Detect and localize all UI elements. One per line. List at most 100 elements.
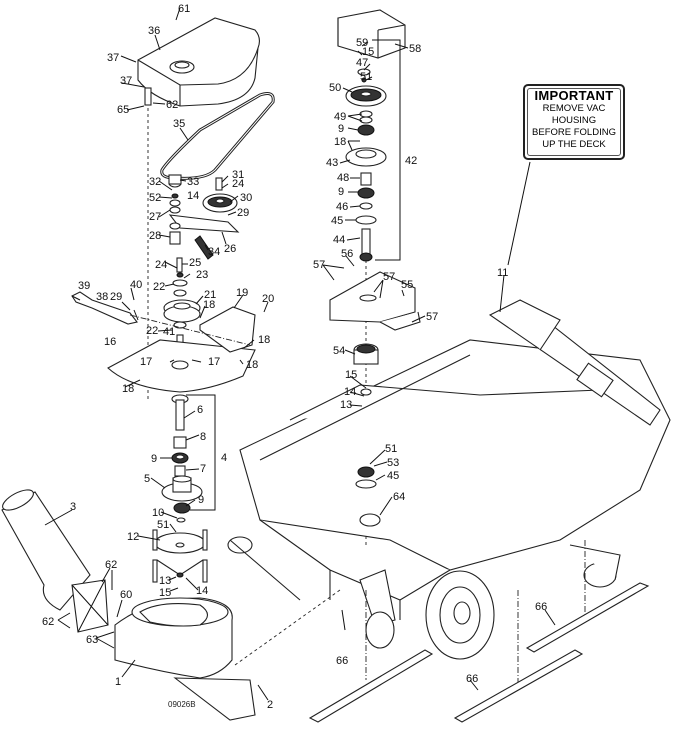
callout-20: 20 bbox=[262, 293, 274, 305]
callout-18: 18 bbox=[258, 334, 270, 346]
belt bbox=[160, 92, 275, 180]
callout-34: 34 bbox=[208, 246, 220, 258]
callout-56: 56 bbox=[341, 248, 353, 260]
callout-66: 66 bbox=[336, 655, 348, 667]
callout-11: 11 bbox=[497, 267, 508, 279]
callout-15: 15 bbox=[159, 587, 171, 599]
callout-53: 53 bbox=[387, 457, 399, 469]
callout-29: 29 bbox=[110, 291, 122, 303]
discharge-chute bbox=[1, 489, 109, 633]
callout-57: 57 bbox=[313, 259, 325, 271]
callout-38: 38 bbox=[96, 291, 108, 303]
callout-43: 43 bbox=[326, 157, 338, 169]
callout-66: 66 bbox=[466, 673, 478, 685]
callout-24: 24 bbox=[232, 178, 244, 190]
callout-49: 49 bbox=[334, 111, 346, 123]
callout-50: 50 bbox=[329, 82, 341, 94]
sign-line: UP THE DECK bbox=[542, 139, 606, 150]
callout-5: 5 bbox=[144, 473, 150, 485]
callout-31: 31 bbox=[232, 169, 244, 181]
callout-36: 36 bbox=[148, 25, 160, 37]
callout-44: 44 bbox=[333, 234, 345, 246]
callout-22: 22 bbox=[153, 281, 165, 293]
callout-39: 39 bbox=[78, 280, 90, 292]
callout-55: 55 bbox=[401, 279, 413, 291]
callout-52: 52 bbox=[149, 192, 161, 204]
callout-33: 33 bbox=[187, 176, 199, 188]
callout-51: 51 bbox=[157, 519, 169, 531]
callout-21: 21 bbox=[204, 289, 216, 301]
callout-13: 13 bbox=[159, 575, 171, 587]
callout-42: 42 bbox=[405, 155, 417, 167]
belt-cover bbox=[137, 17, 261, 107]
callout-47: 47 bbox=[356, 57, 368, 69]
callout-62: 62 bbox=[42, 616, 54, 628]
warning-sign: IMPORTANT REMOVE VAC HOUSING BEFORE FOLD… bbox=[523, 84, 625, 160]
callout-32: 32 bbox=[149, 176, 161, 188]
callout-2: 2 bbox=[267, 699, 273, 711]
callout-24: 24 bbox=[155, 259, 167, 271]
sign-line: REMOVE VAC bbox=[542, 103, 606, 114]
callout-57: 57 bbox=[426, 311, 438, 323]
callout-14: 14 bbox=[344, 386, 356, 398]
callout-45: 45 bbox=[387, 470, 399, 482]
sign-title: IMPORTANT bbox=[534, 88, 614, 103]
callout-45: 45 bbox=[331, 215, 343, 227]
callout-23: 23 bbox=[196, 269, 208, 281]
callout-9: 9 bbox=[198, 494, 204, 506]
callout-8: 8 bbox=[200, 431, 206, 443]
sign-line: HOUSING bbox=[551, 115, 597, 126]
callout-60: 60 bbox=[120, 589, 132, 601]
callout-29: 29 bbox=[237, 207, 249, 219]
callout-9: 9 bbox=[151, 453, 157, 465]
mower-deck bbox=[227, 299, 671, 660]
callout-14: 14 bbox=[196, 585, 208, 597]
callout-59: 59 bbox=[356, 37, 368, 49]
callout-51: 51 bbox=[385, 443, 397, 455]
callout-65: 65 bbox=[117, 104, 129, 116]
callout-61: 61 bbox=[178, 3, 190, 15]
callout-64: 64 bbox=[393, 491, 405, 503]
callout-4: 4 bbox=[221, 452, 227, 464]
idler-assembly bbox=[163, 174, 240, 346]
callout-16: 16 bbox=[104, 336, 116, 348]
callout-41: 41 bbox=[163, 326, 175, 338]
callout-51: 51 bbox=[360, 71, 372, 83]
sign-border bbox=[527, 88, 621, 156]
callout-18: 18 bbox=[122, 383, 134, 395]
callout-57: 57 bbox=[383, 271, 395, 283]
adjuster-arm bbox=[71, 291, 138, 325]
callout-13: 13 bbox=[340, 399, 352, 411]
callout-37: 37 bbox=[107, 52, 119, 64]
pulley-spindle-assembly bbox=[345, 68, 387, 262]
callout-62: 62 bbox=[105, 559, 117, 571]
callout-46: 46 bbox=[336, 201, 348, 213]
callout-18: 18 bbox=[203, 299, 215, 311]
leader-lines bbox=[44, 7, 556, 701]
callout-1: 1 bbox=[115, 676, 121, 688]
callout-27: 27 bbox=[149, 211, 161, 223]
callout-labels: 61 36 37 37 65 62 35 32 33 52 14 27 28 3… bbox=[42, 3, 547, 711]
callout-9: 9 bbox=[338, 123, 344, 135]
callout-62: 62 bbox=[166, 99, 178, 111]
guard-plate bbox=[199, 306, 256, 353]
callout-54: 54 bbox=[333, 345, 345, 357]
callout-17: 17 bbox=[208, 356, 220, 368]
figure-code: 09026B bbox=[168, 700, 196, 709]
impeller bbox=[152, 529, 208, 583]
callout-30: 30 bbox=[240, 192, 252, 204]
callout-3: 3 bbox=[70, 501, 76, 513]
callout-7: 7 bbox=[200, 463, 206, 475]
callout-28: 28 bbox=[149, 230, 161, 242]
callout-35: 35 bbox=[173, 118, 185, 130]
callout-6: 6 bbox=[197, 404, 203, 416]
spindle-assembly bbox=[161, 394, 203, 523]
callout-58: 58 bbox=[409, 43, 421, 55]
callout-40: 40 bbox=[130, 279, 142, 291]
callout-18: 18 bbox=[246, 359, 258, 371]
callout-22: 22 bbox=[146, 325, 158, 337]
callout-15: 15 bbox=[345, 369, 357, 381]
callout-18: 18 bbox=[334, 136, 346, 148]
callout-63: 63 bbox=[86, 634, 98, 646]
